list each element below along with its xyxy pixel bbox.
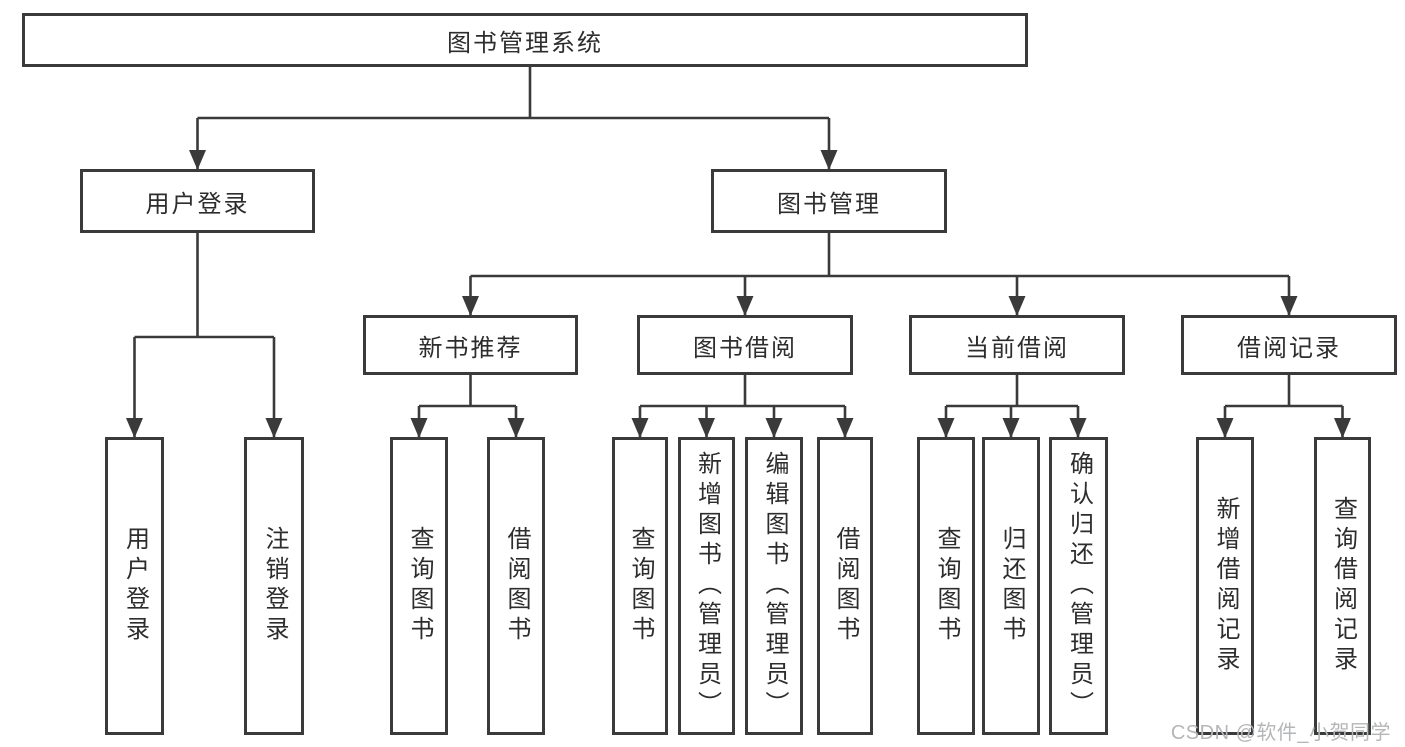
leaf-label: 编辑图书（管理员）: [761, 451, 788, 721]
leaf-add-book-admin: 新增图书（管理员）: [678, 437, 735, 735]
leaf-label: 注销登录: [261, 526, 288, 646]
leaf-edit-book-admin: 编辑图书（管理员）: [745, 437, 803, 735]
node-label: 用户登录: [145, 190, 250, 218]
node-borrow-record: 借阅记录: [1181, 315, 1397, 375]
leaf-add-borrow-record: 新增借阅记录: [1196, 437, 1254, 735]
node-label: 图书管理系统: [447, 29, 603, 57]
leaf-label: 新增图书（管理员）: [693, 451, 721, 721]
leaf-borrow-books-2: 借阅图书: [817, 437, 873, 735]
leaf-query-borrow-record: 查询借阅记录: [1314, 437, 1371, 735]
node-new-book-recommend: 新书推荐: [363, 315, 578, 375]
leaf-query-books-2: 查询图书: [612, 437, 668, 735]
node-label: 图书借阅: [693, 334, 797, 362]
node-label: 当前借阅: [965, 334, 1069, 362]
leaf-label: 确认归还（管理员）: [1065, 451, 1093, 721]
leaf-label: 用户登录: [121, 526, 149, 646]
leaf-label: 新增借阅记录: [1212, 496, 1239, 676]
node-user-login: 用户登录: [80, 169, 315, 233]
leaf-label: 查询图书: [933, 526, 960, 646]
leaf-label: 借阅图书: [503, 526, 530, 646]
node-book-management: 图书管理: [711, 169, 947, 233]
leaf-logout: 注销登录: [244, 437, 304, 735]
watermark: CSDN @软件_小贺同学: [1170, 722, 1391, 744]
leaf-label: 查询借阅记录: [1329, 496, 1357, 676]
leaf-label: 查询图书: [627, 526, 654, 646]
leaf-user-login: 用户登录: [105, 437, 164, 735]
node-label: 新书推荐: [418, 334, 523, 362]
leaf-return-book: 归还图书: [982, 437, 1040, 735]
leaf-label: 归还图书: [998, 526, 1025, 646]
leaf-query-books-1: 查询图书: [390, 437, 448, 735]
leaf-label: 查询图书: [406, 526, 433, 646]
node-book-borrow: 图书借阅: [637, 315, 853, 375]
node-current-borrow: 当前借阅: [909, 315, 1125, 375]
leaf-label: 借阅图书: [832, 526, 859, 646]
node-library-system: 图书管理系统: [22, 13, 1028, 67]
node-label: 借阅记录: [1237, 334, 1341, 362]
leaf-query-books-3: 查询图书: [917, 437, 975, 735]
leaf-confirm-return-admin: 确认归还（管理员）: [1049, 437, 1108, 735]
node-label: 图书管理: [777, 190, 881, 218]
leaf-borrow-books-1: 借阅图书: [487, 437, 545, 735]
